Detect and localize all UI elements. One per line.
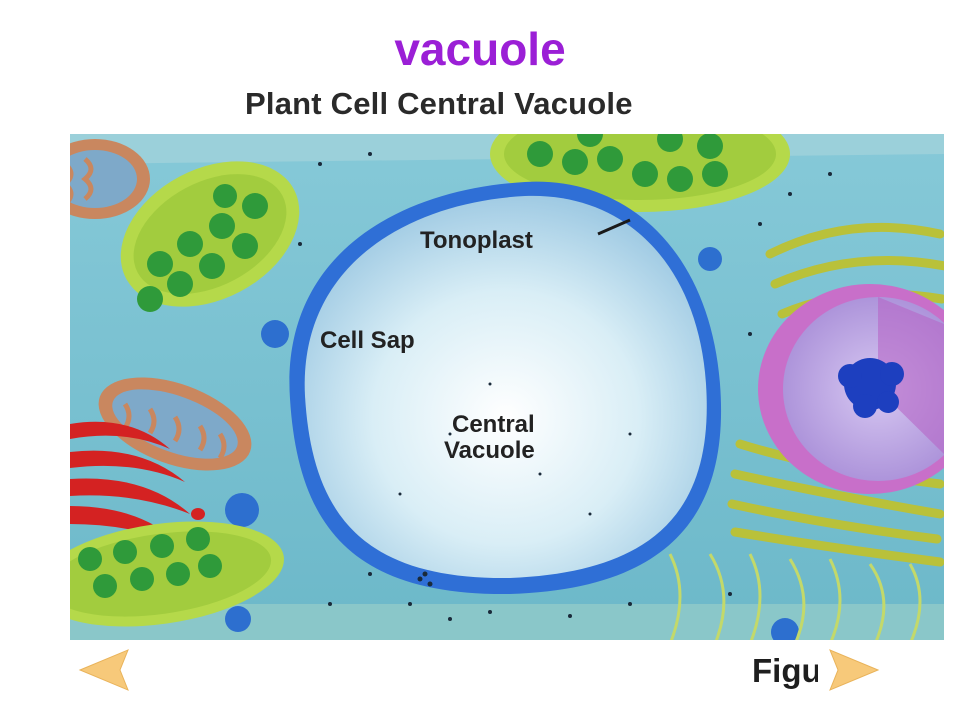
vesicles [225,247,799,640]
chloroplast-top-left [120,161,300,312]
central-vacuole [289,181,722,595]
figure-title: Plant Cell Central Vacuole [245,86,633,121]
arrow-left-icon[interactable] [78,648,130,697]
chloroplast-bottom-left [70,521,284,627]
cytoskeleton [668,553,922,640]
mitochondrion-top-left [70,139,150,219]
slide-title: vacuole [394,23,566,75]
mitochondrion-left [98,377,252,471]
arrow-right-icon[interactable] [828,648,880,697]
label-cell-sap: Cell Sap [320,327,415,354]
chloroplast-top-right [490,134,790,212]
cell-illustration: Tonoplast Cell Sap Central Vacuole [70,134,944,640]
label-central-vacuole-line1: Central [452,411,535,438]
blank-patch [128,645,168,690]
label-tonoplast: Tonoplast [420,227,533,254]
ribosomes [298,152,832,621]
nucleus [758,284,944,494]
label-central-vacuole-line2: Vacuole [444,437,535,464]
